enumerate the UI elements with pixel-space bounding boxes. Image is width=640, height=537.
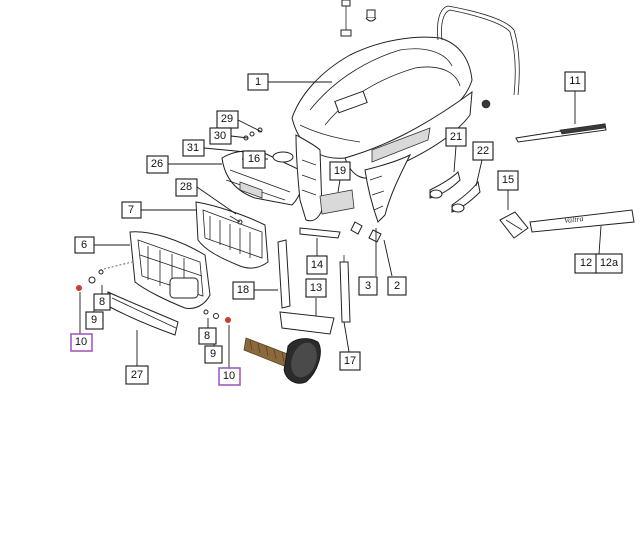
callout-18: 18: [232, 281, 255, 300]
svg-text:17: 17: [344, 355, 356, 367]
svg-text:12a: 12a: [600, 257, 619, 269]
bolt-fastener-part: [243, 337, 321, 384]
svg-text:7: 7: [128, 204, 134, 216]
svg-text:21: 21: [450, 131, 462, 143]
callout-19: 19: [329, 161, 351, 181]
fasteners-small-part: [76, 127, 263, 323]
svg-text:9: 9: [210, 348, 216, 360]
callout-7: 7: [121, 201, 142, 219]
svg-text:30: 30: [214, 130, 226, 142]
callout-16: 16: [242, 150, 266, 169]
front-frame-part: [295, 134, 323, 222]
grille-frame-part: [129, 231, 211, 309]
grille-insert-part: [195, 201, 269, 269]
svg-text:31: 31: [187, 142, 199, 154]
side-panel-part: [364, 153, 412, 223]
svg-text:12: 12: [580, 257, 592, 269]
callout-30: 30: [209, 127, 232, 145]
callout-10-right: 10: [218, 367, 241, 386]
svg-text:16: 16: [248, 153, 260, 165]
svg-text:11: 11: [569, 75, 580, 87]
hood-rod-part: [437, 5, 520, 96]
callout-27: 27: [125, 365, 149, 385]
side-brackets-part: [429, 171, 481, 213]
svg-text:2: 2: [394, 280, 400, 292]
trim-strips-part: [277, 227, 351, 335]
callout-22: 22: [472, 141, 494, 161]
callout-10-left: 10: [70, 333, 93, 352]
svg-text:6: 6: [81, 239, 87, 251]
callout-9-right: 9: [204, 345, 223, 364]
small-bracket-part: [499, 211, 529, 239]
svg-text:22: 22: [477, 145, 489, 157]
callout-13: 13: [305, 278, 327, 298]
bolts-part: [350, 221, 382, 243]
svg-text:15: 15: [502, 174, 514, 186]
callout-31: 31: [182, 139, 205, 157]
callout-3: 3: [358, 276, 378, 296]
svg-text:8: 8: [204, 330, 210, 342]
svg-text:27: 27: [131, 369, 143, 381]
callout-26: 26: [146, 155, 169, 174]
callout-8-left: 8: [93, 293, 111, 311]
callout-15: 15: [497, 170, 519, 191]
callout-29: 29: [216, 110, 239, 129]
svg-text:3: 3: [365, 280, 371, 292]
svg-text:9: 9: [91, 314, 97, 326]
svg-text:26: 26: [151, 158, 163, 170]
callout-2: 2: [387, 276, 407, 296]
callout-17: 17: [339, 351, 361, 371]
callout-14: 14: [306, 255, 328, 275]
svg-text:29: 29: [221, 113, 233, 125]
callout-6: 6: [74, 236, 95, 254]
plate-part: [319, 189, 355, 215]
model-decal-part: Valtra: [529, 209, 635, 233]
decal-text: Valtra: [564, 214, 584, 225]
svg-text:10: 10: [223, 370, 235, 382]
callout-9-left: 9: [85, 311, 104, 330]
callout-1: 1: [247, 73, 269, 91]
callout-11: 11: [564, 71, 586, 92]
callout-28: 28: [175, 178, 198, 197]
svg-text:18: 18: [237, 284, 249, 296]
callout-12a: 12a: [595, 253, 623, 274]
callout-12: 12: [574, 253, 598, 274]
svg-text:14: 14: [311, 259, 323, 271]
callout-8-right: 8: [198, 327, 217, 345]
svg-text:1: 1: [255, 76, 261, 88]
svg-text:8: 8: [99, 296, 105, 308]
svg-text:19: 19: [334, 165, 346, 177]
svg-text:28: 28: [180, 181, 192, 193]
callout-21: 21: [445, 127, 467, 147]
top-fasteners: [340, 0, 377, 37]
bumper-part: [107, 291, 179, 336]
svg-text:13: 13: [310, 282, 322, 294]
svg-text:10: 10: [75, 336, 87, 348]
